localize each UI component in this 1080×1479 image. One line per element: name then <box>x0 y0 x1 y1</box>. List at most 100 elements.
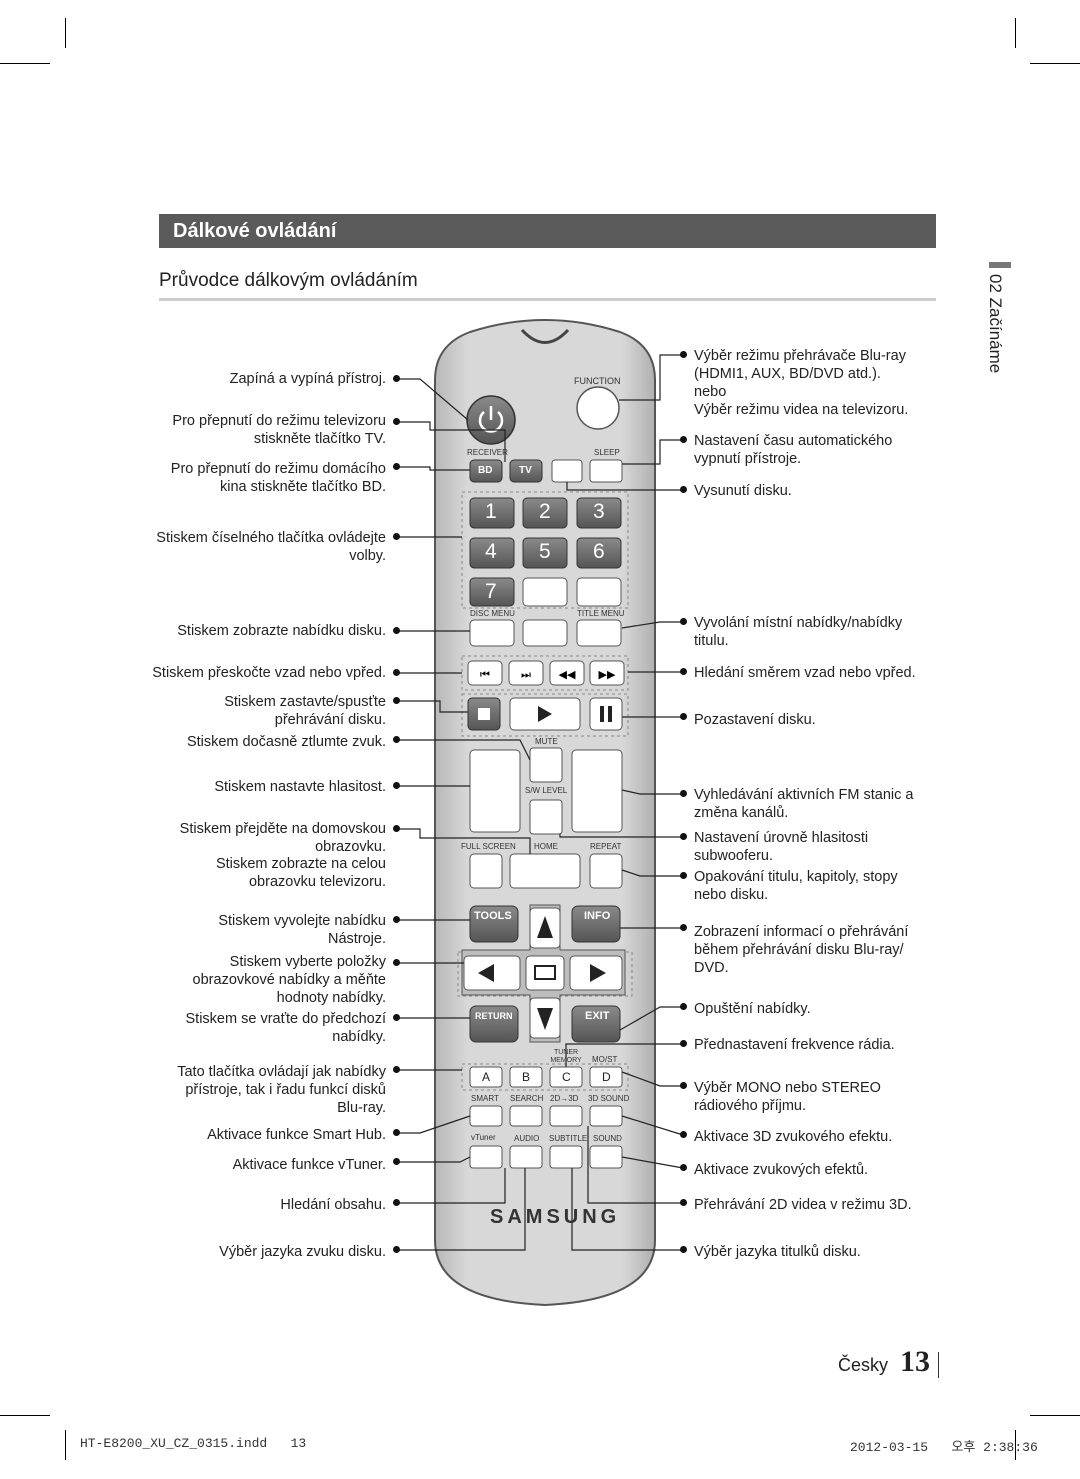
label-volume: Stiskem nastavte hlasitost. <box>214 779 386 795</box>
repeat-button <box>589 853 623 889</box>
callout-dot <box>680 351 687 358</box>
3dsound-label: 3D SOUND <box>588 1094 630 1103</box>
2d3d-button <box>549 1105 583 1127</box>
callout-dot <box>680 668 687 675</box>
callout-dot <box>680 618 687 625</box>
callout-dot <box>393 533 400 540</box>
mute-button <box>529 747 563 783</box>
print-slug-file: HT-E8200_XU_CZ_0315.indd 13 <box>80 1436 307 1451</box>
home-label: HOME <box>534 842 558 851</box>
vtuner-label: vTuner <box>471 1133 496 1142</box>
repeat-label: REPEAT <box>590 842 622 851</box>
label-tv: Pro přepnutí do režimu televizoru stiskn… <box>172 413 386 447</box>
callout-dot <box>393 1066 400 1073</box>
callout-dot <box>393 1199 400 1206</box>
callout-dot <box>393 669 400 676</box>
skip-back-button <box>467 660 503 686</box>
print-slug-date: 2012-03-15 오후 2:38:36 <box>850 1440 1038 1455</box>
svg-text:⏭: ⏭ <box>521 669 531 681</box>
search-button <box>509 1105 543 1127</box>
mute-label: MUTE <box>535 737 558 746</box>
label-home: Stiskem přejděte na domovskou obrazovku. <box>179 821 386 855</box>
remote-top-notch <box>520 328 570 344</box>
exit-label: EXIT <box>585 1010 610 1022</box>
digit-3: 3 <box>593 500 605 523</box>
audio-button <box>509 1145 543 1169</box>
crop-mark <box>1015 18 1016 48</box>
title-menu-label: TITLE MENU <box>577 609 625 618</box>
search-back-button <box>549 660 585 686</box>
label-tuning: Vyhledávání aktivních FM stanic a změna … <box>694 787 914 821</box>
callout-dot <box>393 1014 400 1021</box>
key-b-label: B <box>522 1070 531 1084</box>
label-info: Zobrazení informací o přehrávání během p… <box>694 924 909 976</box>
label-vtuner: Aktivace funkce vTuner. <box>232 1157 386 1173</box>
2d3d-label: 2D→3D <box>550 1094 579 1103</box>
function-label: FUNCTION <box>574 376 621 386</box>
callout-dot <box>393 418 400 425</box>
callout-dot <box>393 959 400 966</box>
tv-button <box>509 459 543 483</box>
label-smart: Aktivace funkce Smart Hub. <box>207 1127 386 1143</box>
subtitle-button <box>549 1145 583 1169</box>
label-numbers: Stiskem číselného tlačítka ovládejte vol… <box>156 530 386 564</box>
sound-button <box>589 1145 623 1169</box>
home-button <box>509 853 581 889</box>
side-tab-text: 02 Začínáme <box>986 274 1005 374</box>
3dsound-button <box>589 1105 623 1127</box>
digit-5: 5 <box>539 540 551 563</box>
brand-logo: SAMSUNG <box>490 1206 621 1228</box>
sw-level-button <box>529 799 563 835</box>
label-search: Hledání obsahu. <box>280 1197 386 1213</box>
key-c-label: C <box>562 1070 571 1084</box>
audio-label: AUDIO <box>514 1134 540 1143</box>
vtuner-button <box>469 1145 503 1169</box>
chapter-side-tab: 02 Začínáme <box>983 262 1015 402</box>
skip-fwd-button <box>508 660 544 686</box>
crop-mark <box>0 1415 50 1416</box>
label-skip: Stiskem přeskočte vzad nebo vpřed. <box>152 665 386 681</box>
title-menu-button <box>576 619 622 647</box>
callout-dot <box>393 627 400 634</box>
callout-dot <box>393 463 400 470</box>
label-subtitle: Výběr jazyka titulků disku. <box>694 1244 861 1260</box>
page-number: 13 <box>900 1345 930 1378</box>
callout-dot <box>680 833 687 840</box>
label-sleep: Nastavení času automatického vypnutí pří… <box>694 433 893 467</box>
disc-menu-button <box>469 619 515 647</box>
smart-button <box>469 1105 503 1127</box>
label-repeat: Opakování titulu, kapitoly, stopy nebo d… <box>694 869 898 903</box>
callout-dot <box>393 1129 400 1136</box>
callout-dot <box>680 1082 687 1089</box>
label-search-fwd: Hledání směrem vzad nebo vpřed. <box>694 665 916 681</box>
exit-button <box>571 1005 621 1043</box>
callout-dot <box>680 1131 687 1138</box>
label-exit: Opuštění nabídky. <box>694 1001 811 1017</box>
callout-dot <box>393 916 400 923</box>
label-audio: Výběr jazyka zvuku disku. <box>219 1244 386 1260</box>
tools-button <box>469 905 519 943</box>
label-pause: Pozastavení disku. <box>694 712 816 728</box>
callout-dot <box>680 713 687 720</box>
fullscreen-label: FULL SCREEN <box>461 842 516 851</box>
number-pad-frame <box>461 491 629 609</box>
callout-dot <box>680 1040 687 1047</box>
digit-2: 2 <box>539 500 551 523</box>
volume-rocker <box>469 749 521 833</box>
callout-dot <box>393 375 400 382</box>
sleep-button <box>589 459 623 483</box>
svg-text:▶▶: ▶▶ <box>599 669 616 681</box>
digit-4: 4 <box>485 540 497 563</box>
smart-label: SMART <box>471 1094 499 1103</box>
tools-label: TOOLS <box>474 910 512 922</box>
label-2d3d: Přehrávání 2D videa v režimu 3D. <box>694 1197 912 1213</box>
return-button <box>469 1005 519 1043</box>
label-mo-st: Výběr MONO nebo STEREO rádiového příjmu. <box>694 1080 881 1114</box>
bd-label: BD <box>478 465 493 476</box>
section-header: Dálkové ovládání <box>159 214 936 248</box>
footer-language: Česky <box>838 1355 889 1375</box>
page-subtitle: Průvodce dálkovým ovládáním <box>159 270 418 291</box>
crop-mark <box>1030 63 1080 64</box>
callout-dot <box>393 1158 400 1165</box>
